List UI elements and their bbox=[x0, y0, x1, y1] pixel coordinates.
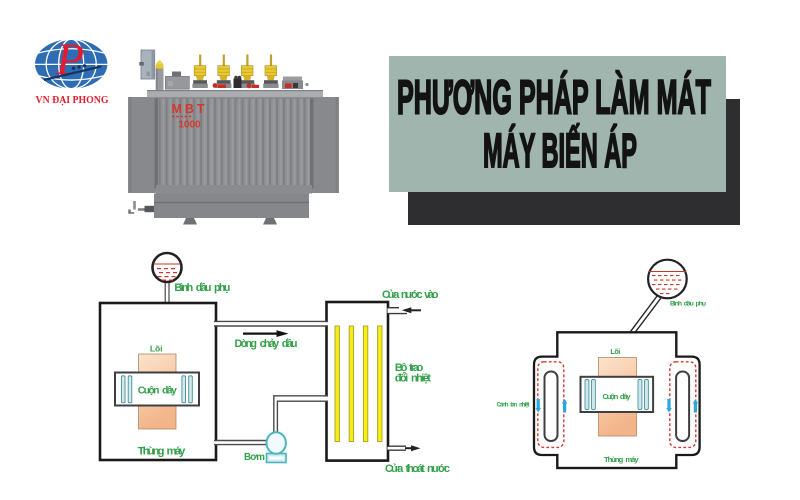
svg-text:MBT: MBT bbox=[171, 102, 207, 116]
svg-text:Cửa thoát nước: Cửa thoát nước bbox=[385, 463, 450, 475]
svg-text:Dòng chảy dầu: Dòng chảy dầu bbox=[235, 338, 298, 350]
svg-text:Cửa nước vào: Cửa nước vào bbox=[382, 289, 439, 301]
svg-text:Bộ trao: Bộ trao bbox=[395, 362, 424, 374]
svg-text:Lõi: Lõi bbox=[610, 347, 620, 356]
svg-text:Thùng máy: Thùng máy bbox=[604, 455, 639, 464]
svg-text:đổi nhiệt: đổi nhiệt bbox=[395, 373, 431, 385]
svg-text:Cuộn dây: Cuộn dây bbox=[138, 386, 177, 397]
svg-text:Bình dầu phụ: Bình dầu phụ bbox=[670, 299, 706, 308]
svg-text:Cuộn dây: Cuộn dây bbox=[603, 392, 632, 401]
svg-text:Cánh tản nhiệt: Cánh tản nhiệt bbox=[497, 403, 530, 409]
svg-text:Bơm: Bơm bbox=[244, 452, 265, 463]
svg-text:Bình dầu phụ: Bình dầu phụ bbox=[174, 282, 230, 294]
svg-text:MÁY BIẾN ÁP: MÁY BIẾN ÁP bbox=[483, 124, 637, 178]
svg-text:Thùng máy: Thùng máy bbox=[138, 446, 186, 458]
svg-text:Lõi: Lõi bbox=[150, 344, 163, 354]
svg-text:1000: 1000 bbox=[178, 120, 201, 131]
svg-text:VN ĐẠI PHONG: VN ĐẠI PHONG bbox=[36, 94, 110, 106]
svg-text:PHƯƠNG PHÁP LÀM MÁT: PHƯƠNG PHÁP LÀM MÁT bbox=[397, 71, 711, 125]
